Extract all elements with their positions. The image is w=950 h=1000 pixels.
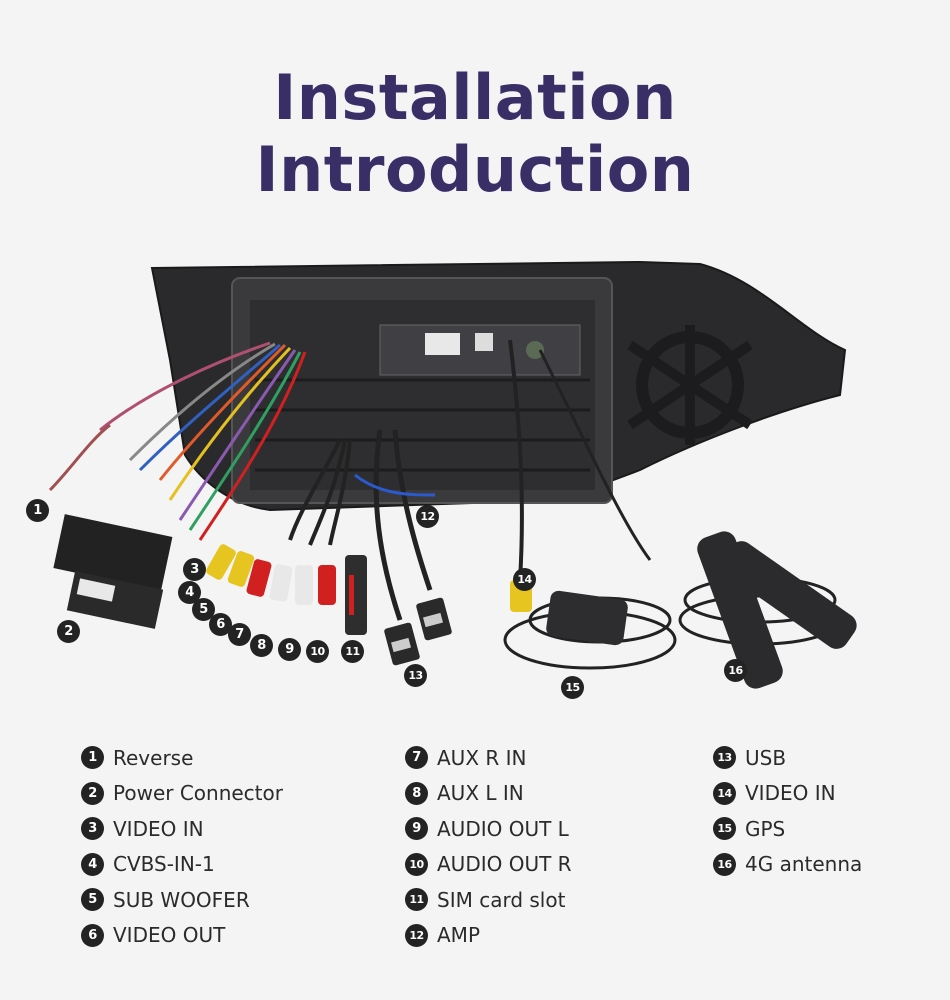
legend-number: 3 [81, 817, 104, 841]
callout-15: 15 [561, 676, 584, 699]
callout-12: 12 [416, 505, 439, 528]
legend-item: 6 VIDEO OUT [81, 918, 283, 954]
legend-label: VIDEO IN [113, 816, 204, 841]
legend-number: 16 [713, 852, 736, 876]
legend-number: 7 [405, 746, 428, 770]
legend-item: 5 SUB WOOFER [81, 882, 283, 918]
page-title: Installation Introduction [0, 62, 950, 206]
rca-cables [206, 439, 367, 635]
legend-number: 9 [405, 817, 428, 841]
title-line-2: Introduction [255, 133, 695, 206]
callout-9: 9 [278, 638, 301, 661]
legend-label: VIDEO IN [745, 781, 836, 806]
callout-14: 14 [513, 568, 536, 591]
legend-label: SIM card slot [437, 887, 566, 912]
callout-16: 16 [724, 659, 747, 682]
callout-10: 10 [306, 640, 329, 663]
legend-item: 12 AMP [405, 918, 572, 954]
callout-1: 1 [26, 499, 49, 522]
amp-wire [354, 473, 436, 497]
legend-label: 4G antenna [745, 852, 863, 877]
callout-11: 11 [341, 640, 364, 663]
legend-label: AUDIO OUT L [437, 816, 569, 841]
legend-label: USB [745, 745, 787, 770]
white-connector [425, 333, 460, 355]
legend-number: 14 [713, 781, 736, 805]
legend-number: 10 [405, 852, 428, 876]
callout-6: 6 [209, 613, 232, 636]
legend-number: 2 [81, 781, 104, 805]
small-port [475, 333, 493, 351]
legend-label: AMP [437, 923, 480, 948]
usb-cables [373, 429, 452, 666]
legend-label: CVBS-IN-1 [113, 852, 215, 877]
legend-item: 3 VIDEO IN [81, 811, 283, 847]
legend-label: Power Connector [113, 781, 283, 806]
legend-item: 1 Reverse [81, 740, 283, 776]
title-line-1: Installation [273, 61, 677, 134]
antenna-1 [697, 531, 783, 689]
callout-13: 13 [404, 664, 427, 687]
legend-column-2: 7 AUX R IN 8 AUX L IN 9 AUDIO OUT L 10 AUDIO… [405, 740, 572, 953]
legend-item: 11 SIM card slot [405, 882, 572, 918]
legend-number: 1 [81, 746, 104, 770]
legend-item: 8 AUX L IN [405, 776, 572, 812]
legend-number: 8 [405, 781, 428, 805]
head-unit-illustration [48, 260, 857, 689]
legend-label: SUB WOOFER [113, 887, 250, 912]
gps-port [526, 341, 544, 359]
power-connector [53, 514, 173, 629]
legend-item: 4 CVBS-IN-1 [81, 847, 283, 883]
legend-number: 4 [81, 852, 104, 876]
legend-label: AUDIO OUT R [437, 852, 572, 877]
legend-item: 10 AUDIO OUT R [405, 847, 572, 883]
callout-3: 3 [183, 558, 206, 581]
legend-item: 14 VIDEO IN [713, 776, 862, 812]
legend-column-3: 13 USB 14 VIDEO IN 15 GPS 16 4G antenna [713, 740, 862, 882]
legend-number: 5 [81, 888, 104, 912]
callout-5: 5 [192, 598, 215, 621]
legend-item: 2 Power Connector [81, 776, 283, 812]
legend-item: 16 4G antenna [713, 847, 862, 883]
legend-label: AUX R IN [437, 745, 527, 770]
callout-4: 4 [178, 581, 201, 604]
legend-number: 11 [405, 888, 428, 912]
legend-number: 6 [81, 923, 104, 947]
legend-item: 13 USB [713, 740, 862, 776]
gps-module [546, 590, 628, 646]
legend-label: VIDEO OUT [113, 923, 226, 948]
callout-8: 8 [250, 634, 273, 657]
callout-2: 2 [57, 620, 80, 643]
legend-number: 12 [405, 923, 428, 947]
callout-7: 7 [228, 623, 251, 646]
legend-label: GPS [745, 816, 786, 841]
legend-item: 7 AUX R IN [405, 740, 572, 776]
legend-item: 15 GPS [713, 811, 862, 847]
antenna-2 [721, 541, 857, 649]
legend-number: 13 [713, 746, 736, 770]
legend-number: 15 [713, 817, 736, 841]
legend-label: Reverse [113, 745, 194, 770]
legend-label: AUX L IN [437, 781, 524, 806]
legend-item: 9 AUDIO OUT L [405, 811, 572, 847]
legend-column-1: 1 Reverse 2 Power Connector 3 VIDEO IN 4 CVB… [81, 740, 283, 953]
